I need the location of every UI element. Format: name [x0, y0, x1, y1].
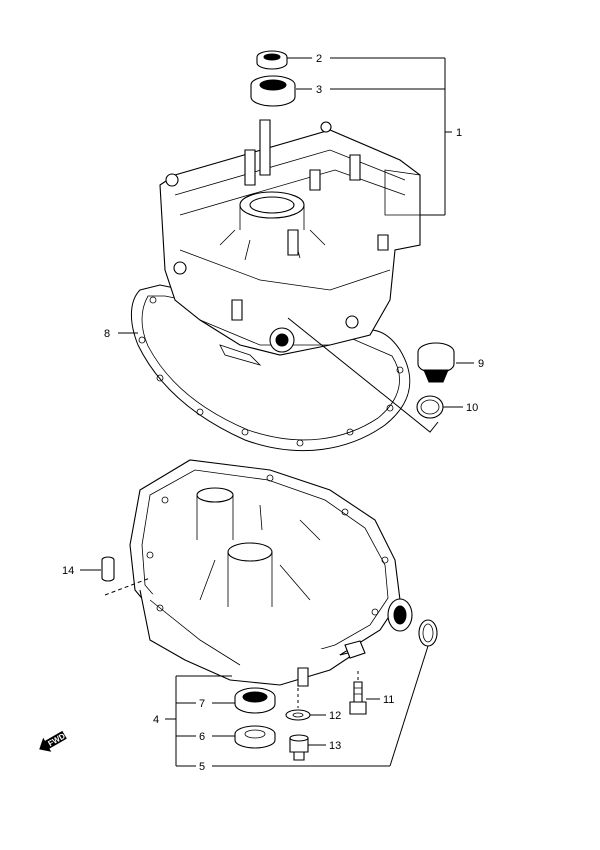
- side-oil-seal: [387, 598, 413, 632]
- part-7-oil-seal: [234, 687, 276, 714]
- part-6-cap: [234, 725, 276, 749]
- part-9-plug: [417, 342, 455, 383]
- part-10-o-ring: [416, 395, 444, 419]
- fwd-direction-badge: FWD: [39, 730, 67, 752]
- lower-crankcase: [129, 459, 401, 687]
- gasket-bolt-holes: [138, 296, 404, 447]
- part-1-cylinder-housing: [159, 119, 421, 366]
- callout-8: 8: [104, 328, 110, 340]
- part-14-dowel-pin: [101, 556, 115, 582]
- part-11-bolt: [349, 681, 367, 715]
- callout-5: 5: [199, 761, 205, 773]
- part-3-bearing: [250, 75, 296, 107]
- callout-13: 13: [329, 740, 341, 752]
- side-o-ring: [418, 619, 438, 647]
- callout-3: 3: [316, 84, 322, 96]
- callout-12: 12: [329, 710, 341, 722]
- callout-4: 4: [153, 714, 159, 726]
- part-12-washer: [285, 709, 311, 721]
- callout-7: 7: [199, 698, 205, 710]
- part-13-drain-bolt: [289, 734, 309, 761]
- part-8-gasket: [131, 284, 411, 452]
- part-2-oil-seal: [256, 50, 288, 70]
- callout-14: 14: [62, 565, 74, 577]
- leader-lines: [80, 57, 474, 767]
- callout-9: 9: [478, 358, 484, 370]
- callout-6: 6: [199, 731, 205, 743]
- forward-arrow-icon: [39, 730, 67, 752]
- callout-11: 11: [383, 694, 394, 706]
- callout-10: 10: [466, 402, 478, 414]
- callout-1: 1: [456, 127, 462, 139]
- callout-2: 2: [316, 53, 322, 65]
